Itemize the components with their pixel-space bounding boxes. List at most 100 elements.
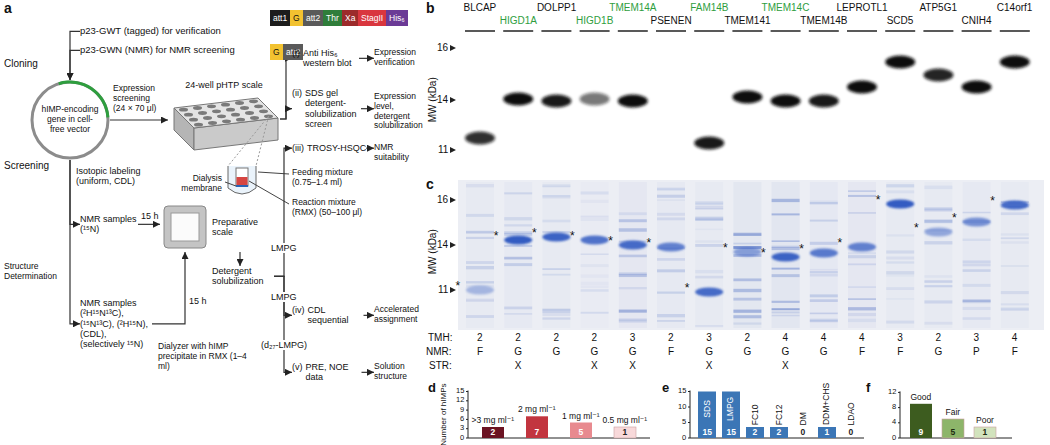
table-cell: G <box>629 346 637 358</box>
well-cup <box>228 166 256 194</box>
gel-band-faint <box>924 186 952 189</box>
gel-band-faint <box>504 192 532 194</box>
category-label: DM <box>798 412 808 425</box>
process-text: Detergent solubilization <box>212 266 274 287</box>
category-label: FC10 <box>750 404 760 425</box>
construct-segment: G <box>290 10 303 26</box>
lane-name: CNIH4 <box>962 15 992 27</box>
gel-band-faint <box>886 287 914 290</box>
gel-band-faint <box>848 286 876 288</box>
gel-band-faint <box>848 263 876 265</box>
lane-name: TMEM141 <box>724 15 770 27</box>
gel-band <box>772 253 800 262</box>
gel-band-faint <box>963 238 991 240</box>
node-text: Accelerated assignment <box>374 305 422 325</box>
outcome-text: NMR suitability <box>374 143 422 163</box>
tick-label: 8 <box>892 403 896 412</box>
mw-marker <box>450 242 456 248</box>
gel-band-faint <box>848 190 876 192</box>
category-label: Poor <box>976 416 994 426</box>
blot-band <box>503 93 533 106</box>
category-label: Good <box>911 393 932 403</box>
row-header: TMH: <box>428 332 452 344</box>
lane-bar <box>732 30 762 32</box>
plate-well <box>193 106 202 110</box>
gel-band-faint <box>657 217 685 220</box>
gel-band-faint <box>581 264 609 267</box>
lane-bar <box>656 30 686 32</box>
lane-name: FAM14B <box>690 2 728 14</box>
node-text: Solution structure <box>374 362 422 382</box>
leader-line <box>249 181 289 204</box>
bar-value: 9 <box>919 428 924 438</box>
lane-smear <box>810 182 838 328</box>
gel-band-faint <box>581 274 609 277</box>
dialyzer-window <box>171 213 199 241</box>
axis-tick <box>466 428 468 429</box>
axis-title: MW (kDa) <box>426 77 438 122</box>
plate-well <box>254 104 263 108</box>
bar-value: 15 <box>727 428 736 438</box>
western-blot <box>458 34 1044 174</box>
lane-bar <box>847 30 877 32</box>
gel-band-faint <box>695 201 723 203</box>
lane-smear <box>733 182 761 328</box>
gel-band-faint <box>542 310 570 313</box>
band-marker: * <box>723 242 728 256</box>
gel-band-faint <box>657 199 685 201</box>
connector <box>280 109 292 119</box>
gel-band-faint <box>657 189 685 191</box>
band-marker: * <box>494 230 499 244</box>
lane-bar <box>962 30 992 32</box>
gel-band-faint <box>886 184 914 187</box>
gel-band <box>619 241 647 250</box>
gel-band-faint <box>619 318 647 320</box>
node-text: NMR suitability <box>374 143 422 163</box>
gel-band <box>542 233 570 242</box>
bar-value: 0 <box>801 428 806 438</box>
gel-band-faint <box>733 298 761 301</box>
plate-well <box>203 116 212 120</box>
gel-band <box>810 249 838 258</box>
band-marker: * <box>990 195 995 209</box>
plate-well <box>189 118 198 122</box>
lane-smear <box>1001 182 1029 328</box>
construct-segment: His₆ <box>386 10 408 26</box>
gel-band-faint <box>886 321 914 324</box>
node-text: p23-GWT (tagged) for verification <box>80 26 221 37</box>
gel-band-faint <box>695 244 723 247</box>
gel-band-faint <box>504 224 532 226</box>
node-text: G <box>293 10 300 26</box>
bar <box>722 392 740 439</box>
figure-art <box>164 31 1044 438</box>
category-label: LMPG <box>726 397 736 421</box>
table-cell: F <box>477 346 483 358</box>
gel-band <box>1001 201 1029 210</box>
node-text: att1 <box>273 10 287 26</box>
gel-band-faint <box>466 214 494 217</box>
tick-label: 4 <box>892 418 896 427</box>
table-cell: 4 <box>821 332 827 344</box>
step-number: (i) <box>292 48 300 58</box>
row-header: STR: <box>429 360 452 372</box>
plate-well <box>221 103 230 107</box>
lane-bar <box>771 30 801 32</box>
node-text: att2 <box>306 10 320 26</box>
plate-well <box>245 111 254 115</box>
gel-band-faint <box>657 213 685 216</box>
gel-band-faint <box>810 202 838 204</box>
connector <box>152 252 185 324</box>
gel-band-faint <box>733 233 761 236</box>
bar-value: 0 <box>849 428 854 438</box>
axis-tick <box>688 407 690 408</box>
gel-band-faint <box>581 282 609 285</box>
blot-band <box>962 81 992 94</box>
vector-label: p23-GWN (NMR) for NMR screening <box>80 45 235 56</box>
table-cell: 2 <box>744 332 750 344</box>
section-label: Structure Determination <box>4 262 64 282</box>
tick-label: 15 <box>678 387 686 396</box>
gel-band-faint <box>1001 212 1029 215</box>
gel-band-faint <box>772 308 800 310</box>
